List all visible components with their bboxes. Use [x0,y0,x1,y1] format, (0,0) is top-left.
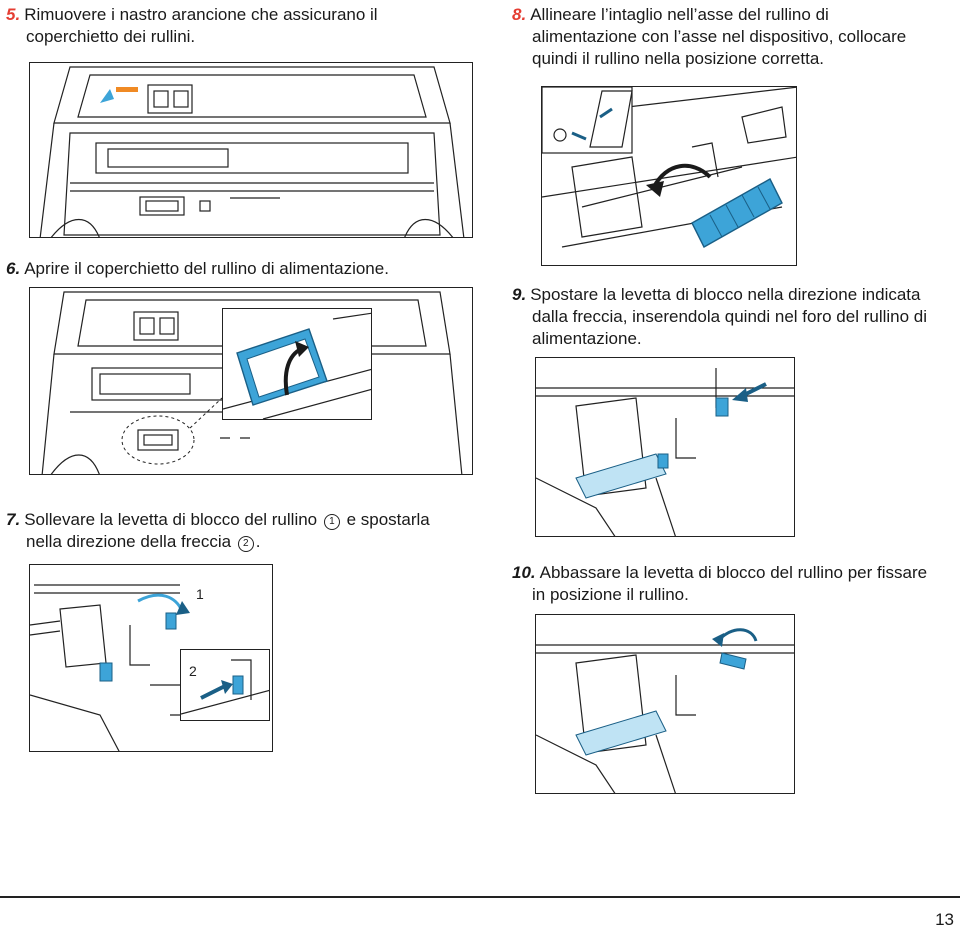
scanner-illustration [39,66,465,237]
arrow-icon [732,388,748,402]
step-number: 10. [512,563,536,582]
step-number: 6. [6,259,21,278]
lock-lever [715,397,729,417]
step-9: 9.Spostare la levetta di blocco nella di… [512,284,927,350]
roller-install-illustration [542,87,796,248]
step-text: Allineare l’intaglio nell’asse del rulli… [530,5,829,24]
step-text: alimentazione. [532,329,642,348]
arrow-icon [221,680,233,694]
inset-detail: 2 [180,649,270,721]
lock-lever [99,662,113,682]
step-5: 5.Rimuovere i nastro arancione che assic… [6,4,378,48]
circled-number-1: 1 [323,514,340,530]
feed-roller [691,178,783,248]
step-text: alimentazione con l’asse nel dispositivo… [532,27,907,46]
scanner-illustration [41,291,463,474]
callout-circle [121,415,195,465]
callout-1-label: 1 [196,586,204,602]
inset-detail [222,308,372,420]
step-number: 5. [6,5,21,24]
step-text: nella direzione della freccia [26,532,236,551]
lock-lever [719,652,747,670]
arrow-icon [100,89,114,103]
step-text: coperchietto dei rullini. [26,27,196,46]
figure-step-5 [29,62,473,238]
callout-2-label: 2 [189,663,197,679]
step-number: 8. [512,5,527,24]
step-text: in posizione il rullino. [532,585,689,604]
step-text: quindi il rullino nella posizione corret… [532,49,824,68]
figure-step-8 [541,86,797,266]
step-text: Rimuovere i nastro arancione che assicur… [24,5,378,24]
curved-arrow-icon [652,163,712,188]
step-6: 6.Aprire il coperchietto del rullino di … [6,258,389,280]
figure-step-10 [535,614,795,794]
step-text: Spostare la levetta di blocco nella dire… [530,285,921,304]
footer-rule [0,896,960,898]
lever-detail: 2 [181,659,269,715]
step-text: . [255,532,261,551]
page-number: 13 [935,910,954,929]
figure-step-7: 1 2 [29,564,273,752]
feed-roller [575,453,667,499]
step-text: Aprire il coperchietto del rullino di al… [24,259,389,278]
step-10: 10.Abbassare la levetta di blocco del ru… [512,562,927,606]
curved-arrow-icon [137,593,184,612]
lever-insert-illustration [536,368,794,536]
lock-lever [165,612,177,630]
figure-step-6 [29,287,473,475]
step-number: 7. [6,510,21,529]
step-7: 7.Sollevare la levetta di blocco del rul… [6,509,430,553]
curved-arrow-icon [716,628,758,643]
step-text: Abbassare la levetta di blocco del rulli… [539,563,928,582]
step-text: e spostarla [341,510,430,529]
step-text: dalla freccia, inserendola quindi nel fo… [532,307,928,326]
step-8: 8.Allineare l’intaglio nell’asse del rul… [512,4,906,70]
inset-detail [542,87,633,154]
step-text: Sollevare la levetta di blocco del rulli… [24,510,322,529]
step-number: 9. [512,285,527,304]
lever-lock-illustration [536,628,794,793]
lock-lever [232,675,244,695]
circled-number-2: 2 [237,536,254,552]
roller-cover-detail [223,312,371,419]
orange-tape [116,87,138,92]
feed-roller [575,710,667,756]
figure-step-9 [535,357,795,537]
